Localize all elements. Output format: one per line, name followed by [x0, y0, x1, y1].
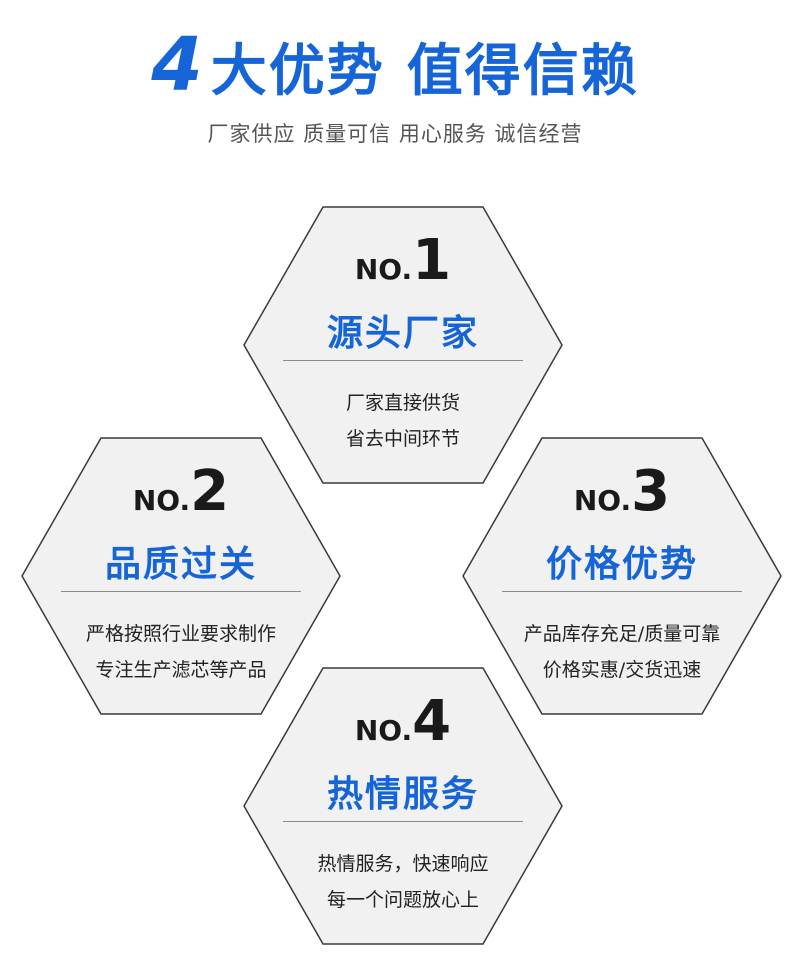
advantage-card-2: NO.2 品质过关 严格按照行业要求制作 专注生产滤芯等产品	[21, 437, 341, 715]
advantage-desc-line-2: 省去中间环节	[345, 428, 460, 450]
advantage-name: 热情服务	[326, 774, 479, 815]
divider	[283, 360, 523, 361]
advantage-card-1: NO.1 源头厂家 厂家直接供货 省去中间环节	[243, 206, 563, 484]
divider	[61, 591, 301, 592]
divider	[283, 821, 523, 822]
advantage-desc-line-1: 热情服务，快速响应	[317, 853, 489, 875]
hexagon-shape	[243, 667, 563, 945]
number-value: 1	[412, 228, 452, 293]
advantage-number: NO.3	[462, 459, 782, 524]
advantage-card-3: NO.3 价格优势 产品库存充足/质量可靠 价格实惠/交货迅速	[462, 437, 782, 715]
advantage-desc-line-1: 严格按照行业要求制作	[85, 623, 276, 645]
advantage-number: NO.4	[243, 689, 563, 754]
advantage-name: 品质过关	[104, 544, 257, 585]
advantage-desc-line-2: 价格实惠/交货迅速	[542, 659, 702, 681]
number-prefix: NO.	[354, 714, 413, 747]
divider	[502, 591, 742, 592]
advantage-name: 源头厂家	[326, 313, 479, 354]
number-prefix: NO.	[354, 253, 413, 286]
advantage-desc-line-1: 厂家直接供货	[345, 392, 460, 414]
number-prefix: NO.	[573, 484, 632, 517]
hexagon-shape	[462, 437, 782, 715]
page-subtitle: 厂家供应 质量可信 用心服务 诚信经营	[207, 122, 583, 146]
advantage-number: NO.2	[21, 459, 341, 524]
hexagon-shape	[243, 206, 563, 484]
number-value: 4	[412, 689, 452, 754]
number-value: 3	[631, 459, 671, 524]
hexagon-shape	[21, 437, 341, 715]
advantage-desc-line-1: 产品库存充足/质量可靠	[523, 623, 721, 645]
advantage-desc-line-2: 每一个问题放心上	[326, 889, 479, 911]
title-part-1: 大优势	[210, 39, 385, 104]
title-number: 4	[151, 22, 205, 108]
advantage-desc-line-2: 专注生产滤芯等产品	[95, 659, 267, 681]
advantage-card-4: NO.4 热情服务 热情服务，快速响应 每一个问题放心上	[243, 667, 563, 945]
title-part-2: 值得信赖	[406, 39, 639, 104]
advantage-number: NO.1	[243, 228, 563, 293]
advantage-name: 价格优势	[545, 544, 698, 585]
number-value: 2	[190, 459, 230, 524]
number-prefix: NO.	[132, 484, 191, 517]
